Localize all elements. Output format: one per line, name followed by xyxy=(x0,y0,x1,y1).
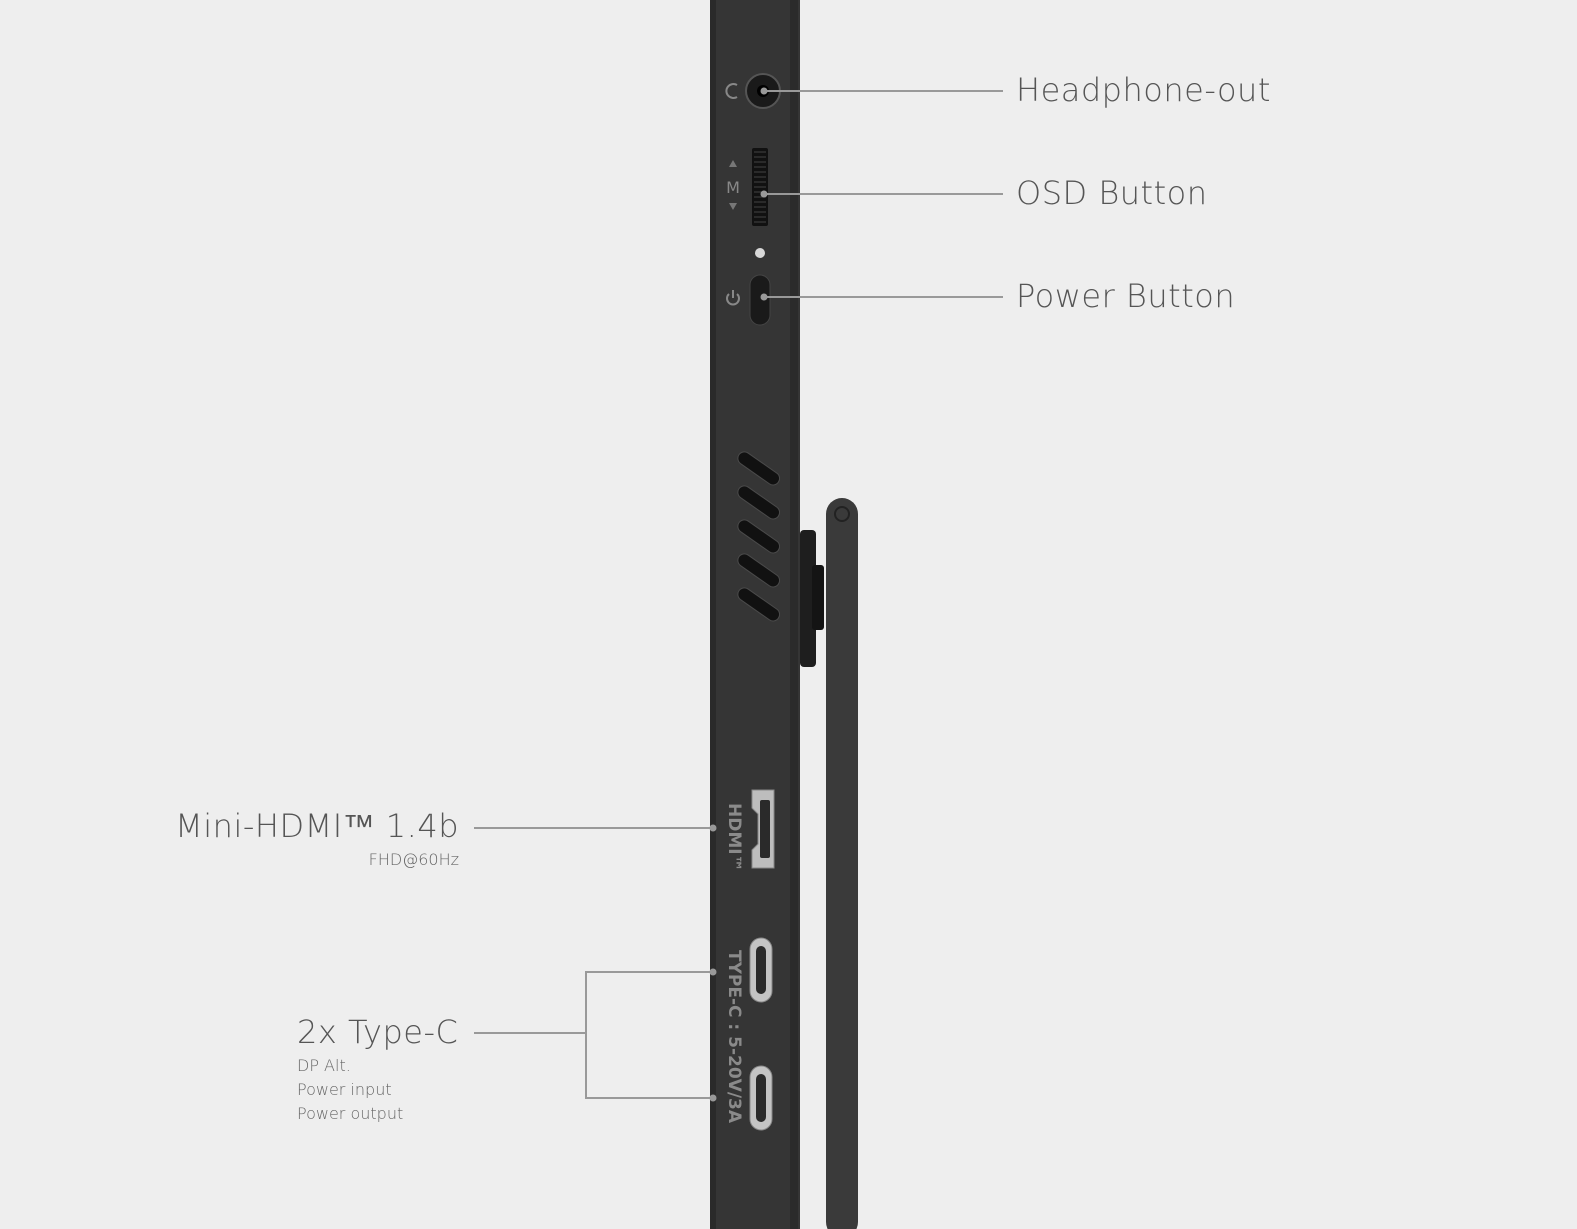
osd-button-label: OSD Button xyxy=(1016,174,1208,212)
monitor-edge-left xyxy=(710,0,716,1229)
osd-wheel-ridges xyxy=(754,151,766,223)
stand-hinge xyxy=(800,530,816,667)
type-c-detail-power-input: Power input xyxy=(297,1080,392,1099)
speaker-grille xyxy=(737,451,781,622)
power-button-shape xyxy=(749,274,771,326)
headphone-icon xyxy=(725,83,738,99)
power-button-label: Power Button xyxy=(1016,277,1236,315)
type-c-detail-power-output: Power output xyxy=(297,1104,404,1123)
headphone-out-label: Headphone-out xyxy=(1016,71,1271,109)
type-c-detail-dp-alt: DP Alt. xyxy=(297,1056,351,1075)
leader-endpoints xyxy=(709,87,768,1102)
osd-down-arrow-icon xyxy=(729,203,737,210)
hdmi-port-slot xyxy=(760,800,770,858)
monitor-edge-right xyxy=(790,0,798,1229)
power-led xyxy=(755,248,765,258)
osd-up-arrow-icon xyxy=(729,160,737,167)
kickstand-leg xyxy=(826,498,858,1229)
typec-port-label: TYPE-C : 5-20V/3A xyxy=(724,950,744,1124)
kickstand-pivot xyxy=(834,506,850,522)
leader-lines xyxy=(474,90,1003,1099)
type-c-label: 2x Type-C xyxy=(297,1013,459,1051)
monitor-body xyxy=(710,0,800,1229)
typec-port-2-slot xyxy=(756,1074,766,1122)
power-icon xyxy=(726,293,740,306)
mini-hdmi-label: Mini-HDMI™ 1.4b xyxy=(175,807,459,845)
osd-letter: M xyxy=(726,178,740,197)
mini-hdmi-detail: FHD@60Hz xyxy=(368,850,459,869)
stand-hinge-knob xyxy=(812,565,824,630)
typec-port-1-slot xyxy=(756,946,766,994)
hdmi-port-label: HDMI™ xyxy=(724,803,744,872)
